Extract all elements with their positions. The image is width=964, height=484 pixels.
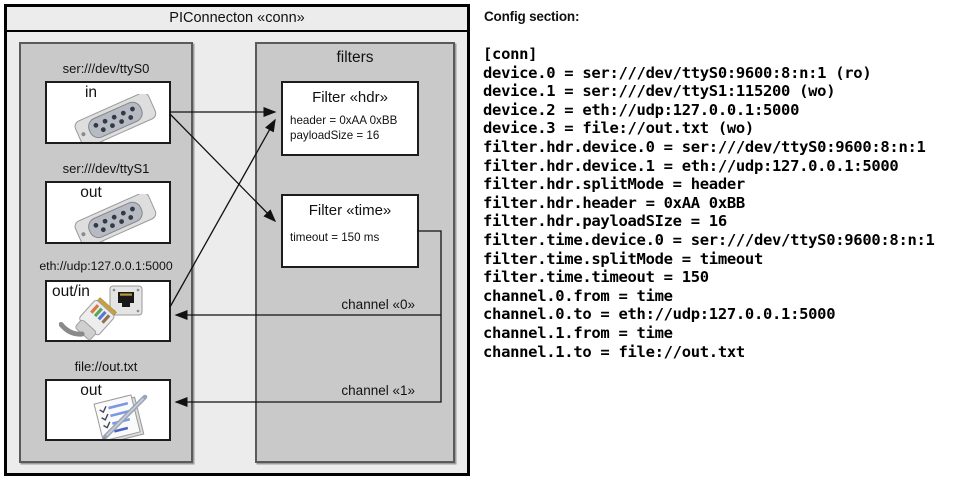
serial-connector-icon bbox=[74, 194, 157, 242]
diagram-title: PIConnecton «conn» bbox=[7, 7, 467, 32]
config-line: device.0 = ser:///dev/ttyS0:9600:8:n:1 (… bbox=[483, 63, 872, 82]
config-line: device.1 = ser:///dev/ttyS1:115200 (wo) bbox=[483, 82, 836, 101]
filter-title: Filter «hdr» bbox=[312, 89, 388, 106]
device-box-eth: out/in bbox=[45, 280, 171, 342]
filter-title: Filter «time» bbox=[308, 202, 392, 219]
channel-0-label: channel «0» bbox=[341, 297, 415, 312]
device-box-ttys1: out bbox=[45, 181, 171, 244]
config-body: [conn]device.0 = ser:///dev/ttyS0:9600:8… bbox=[483, 45, 935, 361]
piconnection-box: PIConnecton «conn» ser:///dev/ttyS0 in bbox=[4, 4, 470, 476]
config-line: channel.0.from = time bbox=[483, 286, 673, 305]
channel-1-label: channel «1» bbox=[341, 383, 415, 398]
config-line: filter.hdr.device.1 = eth://udp:127.0.0.… bbox=[483, 156, 899, 175]
device-role: out bbox=[80, 382, 102, 399]
serial-connector-icon bbox=[74, 94, 157, 142]
device-label-file: file://out.txt bbox=[74, 359, 138, 374]
config-line: filter.hdr.payloadSIze = 16 bbox=[483, 212, 727, 231]
config-line: filter.hdr.header = 0xAA 0xBB bbox=[483, 193, 745, 212]
config-line: filter.time.splitMode = timeout bbox=[483, 249, 763, 268]
filter-property: timeout = 150 ms bbox=[290, 231, 380, 244]
config-line: [conn] bbox=[483, 45, 538, 63]
config-line: filter.time.timeout = 150 bbox=[483, 268, 709, 287]
device-label-eth: eth://udp:127.0.0.1:5000 bbox=[39, 259, 173, 273]
filter-box-time: Filter «time» timeout = 150 ms bbox=[281, 194, 419, 268]
ethernet-plug-icon bbox=[59, 297, 117, 340]
device-role: in bbox=[84, 84, 98, 101]
ethernet-jack-icon bbox=[109, 285, 143, 316]
config-line: filter.hdr.splitMode = header bbox=[483, 175, 745, 194]
config-line: filter.hdr.device.0 = ser:///dev/ttyS0:9… bbox=[483, 137, 926, 156]
device-label-ttys0: ser:///dev/ttyS0 bbox=[62, 61, 150, 76]
device-label-ttys1: ser:///dev/ttyS1 bbox=[62, 161, 150, 176]
device-role: out/in bbox=[52, 283, 90, 300]
config-line: filter.time.device.0 = ser:///dev/ttyS0:… bbox=[483, 230, 935, 249]
notepad-icon bbox=[93, 394, 148, 439]
config-heading: Config section: bbox=[484, 9, 580, 24]
devices-panel: ser:///dev/ttyS0 in bbox=[19, 42, 193, 463]
device-box-file: out bbox=[45, 379, 171, 441]
filter-property: payloadSize = 16 bbox=[290, 128, 380, 142]
config-line: channel.1.to = file://out.txt bbox=[483, 342, 745, 361]
device-box-ttys0: in bbox=[45, 81, 171, 144]
filters-panel-title: filters bbox=[336, 49, 374, 66]
config-section: Config section: [conn]device.0 = ser:///… bbox=[483, 0, 964, 484]
config-line: channel.0.to = eth://udp:127.0.0.1:5000 bbox=[483, 305, 836, 324]
config-line: device.2 = eth://udp:127.0.0.1:5000 bbox=[483, 100, 800, 119]
filters-panel: filters Filter «hdr» header = 0xAA 0xBB … bbox=[255, 42, 455, 463]
config-line: channel.1.from = time bbox=[483, 323, 673, 342]
config-line: device.3 = file://out.txt (wo) bbox=[483, 119, 754, 138]
device-role: out bbox=[80, 184, 102, 201]
filter-box-hdr: Filter «hdr» header = 0xAA 0xBB payloadS… bbox=[281, 81, 419, 156]
filter-property: header = 0xAA 0xBB bbox=[290, 114, 398, 127]
connection-diagram: PIConnecton «conn» ser:///dev/ttyS0 in bbox=[0, 0, 480, 484]
